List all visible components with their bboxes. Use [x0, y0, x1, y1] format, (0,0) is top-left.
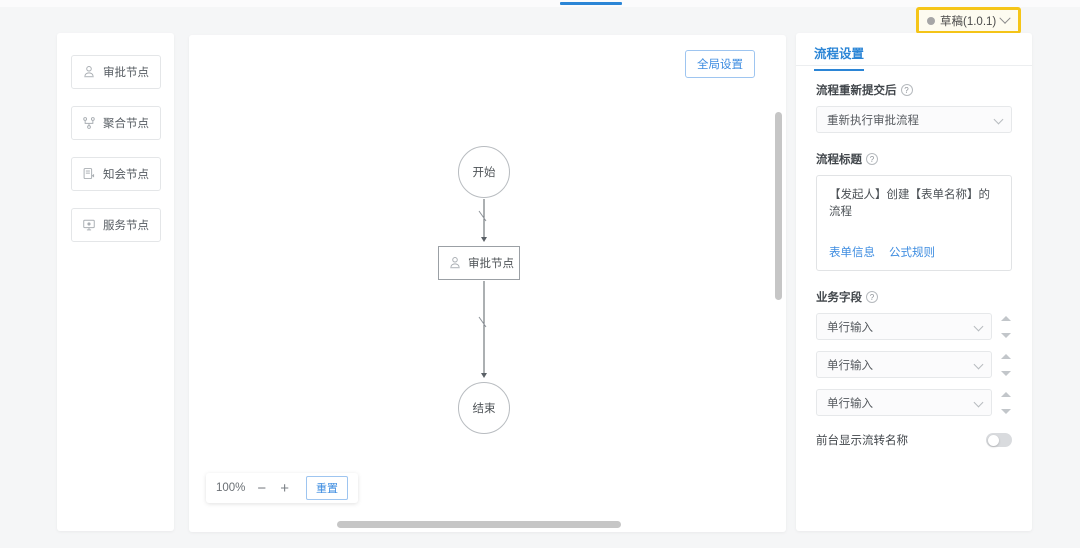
approval-node-icon	[84, 66, 94, 78]
business-field-value: 单行输入	[827, 397, 873, 410]
form-info-link[interactable]: 表单信息	[829, 246, 875, 259]
flow-node-label: 开始	[472, 167, 496, 179]
aggregate-node-icon	[83, 117, 95, 129]
flow-node-label: 结束	[472, 403, 496, 415]
business-field-sort-handle-2[interactable]	[1000, 353, 1012, 376]
chevron-down-icon	[973, 397, 984, 408]
process-title-field-label: 流程标题 ?	[816, 151, 1012, 167]
palette-item-label: 服务节点	[103, 220, 149, 232]
process-title-value: 【发起人】创建【表单名称】的流程	[829, 189, 990, 219]
flow-node-start[interactable]: 开始	[458, 146, 510, 198]
top-tab-bar	[0, 0, 1080, 7]
version-badge-highlight: 草稿(1.0.1)	[916, 7, 1021, 34]
zoom-reset-button[interactable]: 重置	[306, 476, 348, 500]
zoom-toolbar: 100% − + 重置	[206, 473, 358, 503]
business-field-row: 单行输入	[816, 313, 1012, 340]
zoom-level-label: 100%	[216, 482, 246, 494]
business-field-row: 单行输入	[816, 389, 1012, 416]
palette-item-label: 聚合节点	[103, 118, 149, 130]
canvas-horizontal-scrollbar-thumb[interactable]	[337, 521, 621, 528]
flow-node-end[interactable]: 结束	[458, 382, 510, 434]
sort-up-icon	[1001, 315, 1011, 321]
help-icon[interactable]: ?	[866, 291, 878, 303]
flow-canvas[interactable]: 全局设置 开始 审批节点 结束	[189, 35, 786, 532]
flow-node-approval[interactable]: 审批节点	[438, 246, 520, 280]
settings-tabbar: 流程设置	[796, 33, 1032, 71]
sort-up-icon	[1001, 353, 1011, 359]
settings-panel: 流程设置 流程重新提交后 ? 重新执行审批流程 流程标题 ? 【发起人】创建【表…	[796, 33, 1032, 531]
status-dot-icon	[927, 16, 935, 25]
chevron-down-icon	[999, 12, 1011, 24]
palette-item-aggregate[interactable]: 聚合节点	[71, 106, 161, 140]
business-field-value: 单行输入	[827, 359, 873, 372]
show-flow-name-toggle[interactable]	[986, 433, 1012, 447]
version-badge[interactable]: 草稿(1.0.1)	[919, 10, 1018, 31]
business-field-row: 单行输入	[816, 351, 1012, 378]
approval-node-icon	[450, 257, 460, 269]
notify-node-icon	[83, 168, 95, 180]
service-node-icon	[83, 219, 95, 231]
flow-node-label: 审批节点	[468, 258, 514, 270]
show-flow-name-row: 前台显示流转名称	[816, 432, 1012, 448]
sort-down-icon	[1001, 370, 1011, 376]
business-fields-label-text: 业务字段	[816, 292, 862, 304]
tab-process-settings[interactable]: 流程设置	[814, 33, 865, 71]
palette-item-notify[interactable]: 知会节点	[71, 157, 161, 191]
resubmit-select[interactable]: 重新执行审批流程	[816, 106, 1012, 133]
palette-item-label: 知会节点	[103, 169, 149, 181]
business-field-sort-handle-1[interactable]	[1000, 315, 1012, 338]
active-tab-indicator[interactable]	[560, 2, 622, 5]
sort-down-icon	[1001, 332, 1011, 338]
process-title-links: 表单信息 公式规则	[829, 245, 935, 262]
help-icon[interactable]: ?	[866, 153, 878, 165]
resubmit-label-text: 流程重新提交后	[816, 85, 897, 97]
process-title-label-text: 流程标题	[816, 154, 862, 166]
business-field-select-3[interactable]: 单行输入	[816, 389, 992, 416]
canvas-vertical-scrollbar-thumb[interactable]	[775, 112, 782, 300]
chevron-down-icon	[993, 114, 1004, 125]
help-icon[interactable]: ?	[900, 84, 913, 96]
chevron-down-icon	[973, 359, 984, 370]
business-field-select-1[interactable]: 单行输入	[816, 313, 992, 340]
palette-item-label: 审批节点	[103, 67, 149, 79]
zoom-in-button[interactable]: +	[280, 479, 289, 497]
sort-up-icon	[1001, 391, 1011, 397]
palette-item-service[interactable]: 服务节点	[71, 208, 161, 242]
resubmit-select-value: 重新执行审批流程	[827, 114, 919, 127]
toggle-knob	[987, 434, 999, 446]
settings-body: 流程重新提交后 ? 重新执行审批流程 流程标题 ? 【发起人】创建【表单名称】的…	[796, 66, 1032, 448]
business-field-select-2[interactable]: 单行输入	[816, 351, 992, 378]
sort-down-icon	[1001, 408, 1011, 414]
palette-item-approval[interactable]: 审批节点	[71, 55, 161, 89]
chevron-down-icon	[973, 321, 984, 332]
process-title-textarea[interactable]: 【发起人】创建【表单名称】的流程 表单信息 公式规则	[816, 175, 1012, 271]
global-settings-button[interactable]: 全局设置	[685, 50, 755, 78]
business-field-value: 单行输入	[827, 321, 873, 334]
flow-connectors	[478, 199, 487, 378]
zoom-out-button[interactable]: −	[257, 479, 267, 497]
business-field-sort-handle-3[interactable]	[1000, 391, 1012, 414]
version-badge-label: 草稿(1.0.1)	[940, 15, 997, 28]
formula-rule-link[interactable]: 公式规则	[889, 246, 935, 259]
node-palette: 审批节点 聚合节点 知会节点 服务节点	[57, 33, 174, 531]
resubmit-field-label: 流程重新提交后 ?	[816, 82, 1012, 98]
business-fields-label: 业务字段 ?	[816, 289, 1012, 305]
show-flow-name-label: 前台显示流转名称	[816, 435, 908, 447]
